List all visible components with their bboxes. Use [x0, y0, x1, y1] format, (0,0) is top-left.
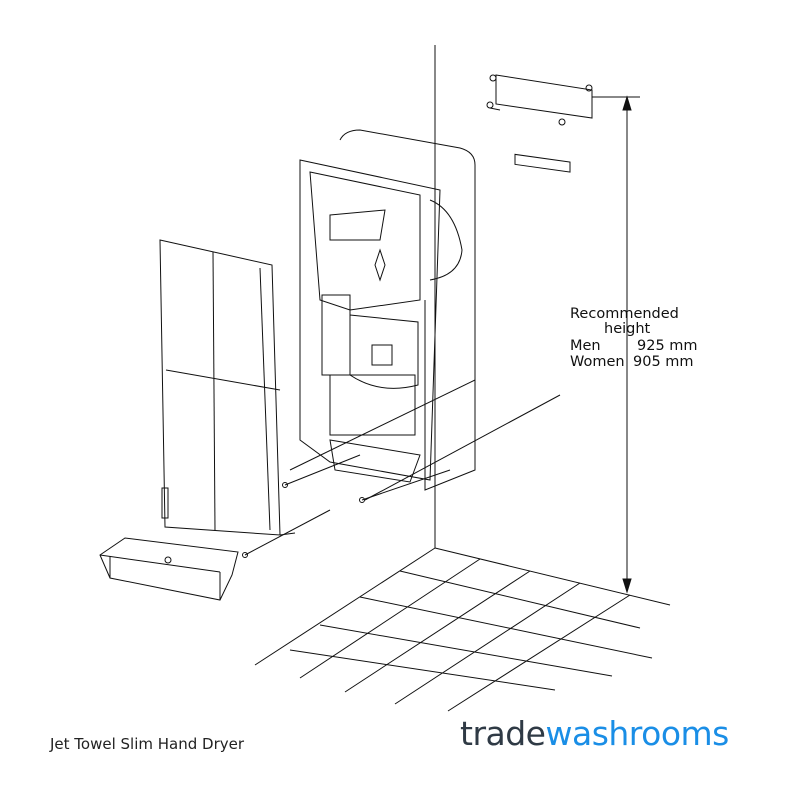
logo-part-washrooms: washrooms [545, 714, 729, 753]
men-value: 925 mm [637, 338, 698, 354]
drip-tray [99, 537, 239, 601]
wall-and-floor [254, 45, 671, 712]
front-cover [159, 239, 296, 536]
recommended-height-title: Recommended [570, 306, 679, 322]
height-dimension [592, 95, 640, 594]
women-value: 905 mm [633, 354, 694, 370]
dryer-back-unit [299, 129, 476, 491]
wall-bracket [486, 74, 593, 173]
floor-grid [289, 558, 653, 712]
women-label: Women [570, 354, 625, 370]
recommended-height-subtitle: height [604, 321, 651, 337]
product-caption: Jet Towel Slim Hand Dryer [50, 735, 245, 753]
brand-logo: tradewashrooms [460, 714, 729, 753]
screws [242, 379, 561, 558]
logo-part-trade: trade [460, 714, 546, 753]
men-label: Men [570, 338, 601, 354]
